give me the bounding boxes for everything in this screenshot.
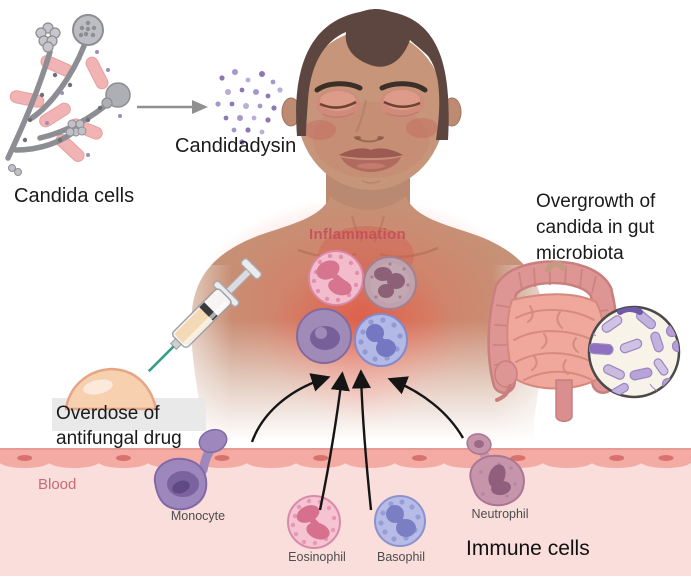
candidadysin-particles (215, 69, 283, 145)
inflammation-label: Inflammation (309, 226, 406, 243)
candida-cells-label: Candida cells (14, 185, 135, 207)
immune-cells-label: Immune cells (466, 537, 590, 560)
monocyte-cell (153, 428, 228, 511)
eosinophil-cell (287, 495, 341, 549)
neutrophil-chest-cell (363, 256, 417, 310)
blood-vessel (0, 448, 691, 581)
hair (296, 9, 449, 140)
patient-head (281, 9, 462, 190)
candidadysin-label: Candidadysin (175, 135, 297, 157)
skin-bump (64, 367, 158, 411)
candida-cells-illustration (5, 14, 131, 176)
migration-arrows (250, 369, 465, 511)
blood-label: Blood (38, 476, 77, 493)
overgrowth-gut-label: Overgrowth of candida in gut microbiota (536, 191, 656, 265)
microbiota-magnifier (587, 305, 681, 399)
syringe-icon (147, 257, 263, 373)
neutrophil-label: Neutrophil (471, 507, 529, 521)
basophil-label: Basophil (377, 550, 425, 564)
monocyte-label: Monocyte (170, 509, 226, 523)
basophil-chest-cell (354, 313, 408, 367)
neutrophil-cell (466, 433, 525, 507)
basophil-cell (374, 495, 426, 547)
release-arrow-icon (137, 100, 208, 114)
swollen-eyes (316, 88, 424, 119)
overdose-antifungal-label: Overdose of antifungal drug (56, 403, 182, 450)
eosinophil-chest-cell (308, 250, 364, 306)
monocyte-chest-cell (296, 308, 352, 364)
eosinophil-label: Eosinophil (288, 550, 346, 564)
chest-immune-cells (296, 250, 417, 367)
